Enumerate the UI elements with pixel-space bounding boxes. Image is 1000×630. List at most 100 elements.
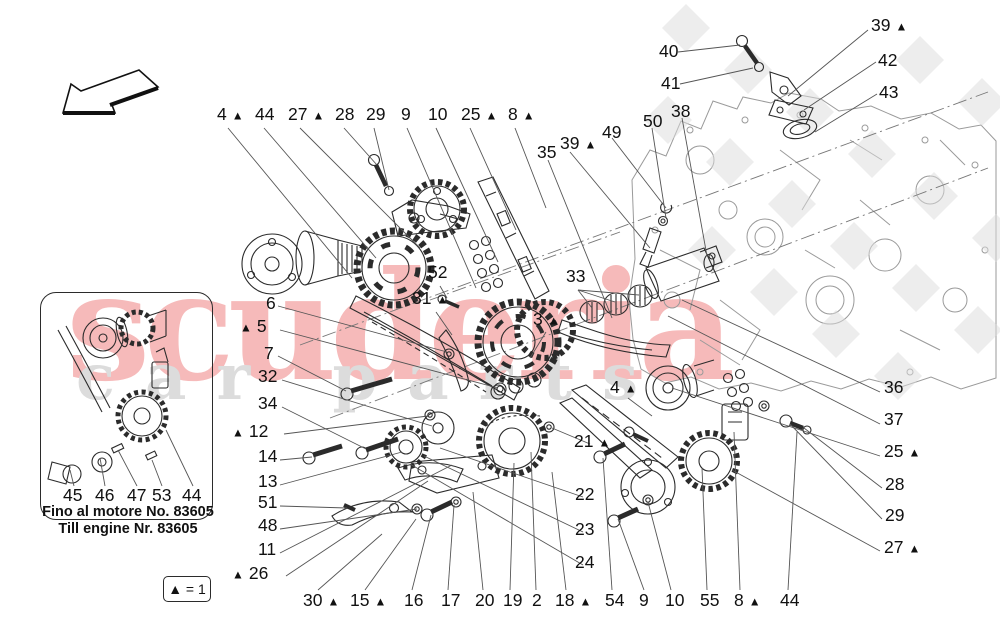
callout-number: 19 xyxy=(503,590,523,610)
leader-line xyxy=(279,508,418,530)
callout-number: 10 xyxy=(428,104,448,124)
callout-number: 3 xyxy=(533,309,543,329)
callout-9: 9 xyxy=(401,104,411,124)
callout-27: 27 ▲ xyxy=(288,104,325,124)
callout-number: 17 xyxy=(441,590,461,610)
callout-4: 4▲ xyxy=(217,105,244,124)
quantity-triangle-icon: ▲ xyxy=(240,320,252,335)
leader-line xyxy=(529,331,547,359)
quantity-triangle-icon: ▲ xyxy=(908,445,921,460)
quantity-triangle-icon: ▲ xyxy=(598,435,611,450)
leader-line xyxy=(681,117,708,257)
callout-number: 31 xyxy=(412,288,432,308)
centerlines xyxy=(299,91,989,419)
callout-number: 54 xyxy=(605,590,625,610)
callout-number: 23 xyxy=(575,519,595,539)
callout-51: 51 xyxy=(258,492,278,512)
callout-number: 37 xyxy=(884,409,904,429)
leader-line xyxy=(789,423,883,520)
callout-number: 32 xyxy=(258,366,278,386)
leader-line xyxy=(469,127,517,231)
leader-line xyxy=(283,415,429,435)
leader-line xyxy=(343,127,378,166)
callout-8: 8▲ xyxy=(508,105,535,124)
quantity-triangle-icon: ▲ xyxy=(485,108,498,123)
callout-number: 21 xyxy=(574,431,594,451)
callout-3: 3▲ xyxy=(533,309,560,329)
callout-number: 9 xyxy=(401,104,411,124)
quantity-triangle-icon: ▲ xyxy=(624,381,637,396)
callout-25: 25▲ xyxy=(884,442,921,461)
callout-13: 13 xyxy=(258,472,277,491)
callout-39: 39▲ xyxy=(871,16,908,35)
callout-49: 49 xyxy=(602,123,621,142)
leader-line xyxy=(551,427,591,445)
callout-29: 29 xyxy=(366,105,385,124)
callout-8: 8▲ xyxy=(734,591,761,610)
callout-number: 40 xyxy=(659,41,679,61)
callout-number: 24 xyxy=(575,552,595,572)
callout-25: 25 ▲ xyxy=(461,104,498,124)
callout-number: 55 xyxy=(700,590,720,610)
callout-7: 7 xyxy=(264,344,274,363)
callout-34: 34 xyxy=(258,394,277,413)
callout-number: 38 xyxy=(671,101,691,121)
quantity-triangle-icon: ▲ xyxy=(895,19,908,34)
direction-arrow-icon xyxy=(61,69,160,115)
leader-line xyxy=(509,462,515,591)
leader-line xyxy=(787,29,869,97)
callout-number: 44 xyxy=(780,590,800,610)
quantity-triangle-icon: ▲ xyxy=(748,594,761,609)
lower-right-assembly xyxy=(559,359,749,515)
quantity-triangle-icon: ▲ xyxy=(312,108,325,123)
quantity-triangle-icon: ▲ xyxy=(232,567,244,582)
leader-line xyxy=(679,67,754,85)
callout-number: 10 xyxy=(665,590,685,610)
callout-number: 18 xyxy=(555,590,575,610)
callout-number: 16 xyxy=(404,590,424,610)
leader-line xyxy=(279,505,348,509)
callout-31: 31▲ xyxy=(412,288,448,308)
leader-line xyxy=(569,151,651,249)
callout-41: 41 xyxy=(661,74,680,93)
callout-number: 45 xyxy=(63,485,83,505)
callout-number: 43 xyxy=(879,82,899,102)
leader-line xyxy=(803,61,877,111)
callout-number: 22 xyxy=(575,484,595,504)
callout-number: 51 xyxy=(258,492,278,512)
callout-21: 21 ▲ xyxy=(574,431,611,451)
leader-line xyxy=(277,305,448,353)
callout-10: 10 xyxy=(665,590,685,610)
tensioner-pawl xyxy=(391,199,471,237)
callout-number: 28 xyxy=(335,104,355,124)
callout-number: 42 xyxy=(878,50,898,70)
leader-line xyxy=(151,459,163,487)
callout-27: 27▲ xyxy=(884,538,920,557)
callout-number: 28 xyxy=(885,474,905,494)
quantity-triangle-icon: ▲ xyxy=(232,425,244,440)
leader-line xyxy=(364,518,417,591)
leader-line xyxy=(317,533,383,591)
leader-line xyxy=(117,449,138,487)
leader-line xyxy=(277,355,347,392)
callout-number: 25 xyxy=(461,104,481,124)
callout-42: 42 xyxy=(878,50,898,70)
leader-line xyxy=(651,127,667,219)
callout-18: 18▲ xyxy=(555,590,591,610)
leader-line xyxy=(530,451,537,591)
leader-line xyxy=(577,289,640,296)
leader-line xyxy=(227,127,353,279)
leader-line xyxy=(281,406,367,450)
timing-chain-lower xyxy=(722,368,754,412)
leader-line xyxy=(472,491,484,591)
callout-number: 30 xyxy=(303,590,323,610)
callout-number: 27 xyxy=(288,104,308,124)
leader-line xyxy=(803,427,883,489)
callout-number: 39 xyxy=(560,133,580,153)
leader-line xyxy=(677,44,741,53)
leader-line xyxy=(611,137,667,209)
leader-line xyxy=(69,469,75,487)
inset-caption-english: Till engine Nr. 83605 xyxy=(58,521,198,537)
